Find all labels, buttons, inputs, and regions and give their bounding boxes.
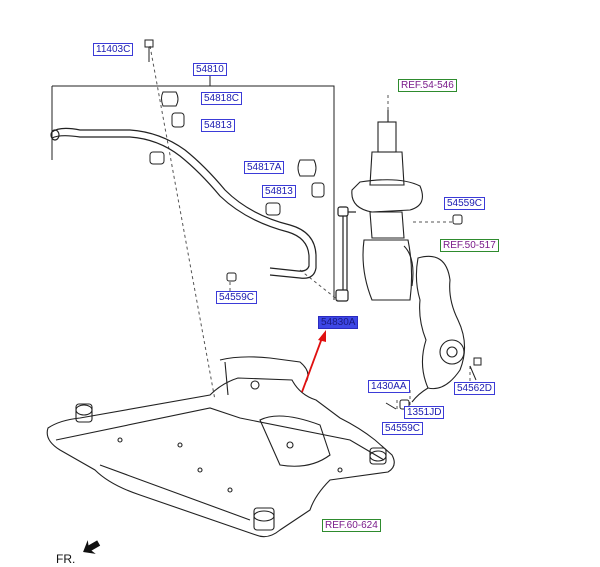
- strut-assembly: [351, 110, 423, 301]
- part-label-1430aa[interactable]: 1430AA: [368, 380, 410, 393]
- front-direction-arrow-icon: [83, 540, 101, 554]
- part-label-54813-upper[interactable]: 54813: [201, 119, 235, 132]
- ref-label-50-517[interactable]: REF.50-517: [440, 239, 499, 252]
- bushing-upper: [149, 91, 185, 165]
- bushing-lower: [265, 159, 325, 216]
- part-label-54810[interactable]: 54810: [193, 63, 227, 76]
- stabilizer-bar: [50, 127, 317, 279]
- part-label-54813-lower[interactable]: 54813: [262, 185, 296, 198]
- part-label-54559c-upper-right[interactable]: 54559C: [444, 197, 486, 210]
- stabilizer-link: [335, 206, 356, 302]
- part-label-1351jd[interactable]: 1351JD: [404, 406, 445, 419]
- nut-54559c-upper-right: [452, 214, 463, 225]
- part-label-54818c[interactable]: 54818C: [201, 92, 243, 105]
- steering-knuckle: [411, 255, 466, 403]
- leader-lines: [149, 45, 471, 412]
- part-label-54559c-lower[interactable]: 54559C: [382, 422, 424, 435]
- bolt-11403c: [144, 39, 154, 62]
- ref-label-54-546[interactable]: REF.54-546: [398, 79, 457, 92]
- part-label-11403c[interactable]: 11403C: [93, 43, 134, 56]
- nut-54559c-left: [226, 272, 237, 282]
- highlight-arrow: [301, 330, 326, 393]
- bolt-54562d: [469, 357, 482, 381]
- front-subframe: [46, 356, 395, 538]
- stabilizer-group-bracket: [51, 75, 335, 300]
- front-direction-label: FR.: [56, 552, 76, 566]
- part-label-54562d[interactable]: 54562D: [454, 382, 496, 395]
- ref-label-60-624[interactable]: REF.60-624: [322, 519, 381, 532]
- part-label-54830a-highlighted[interactable]: 54830A: [318, 316, 359, 329]
- part-label-54559c-left[interactable]: 54559C: [216, 291, 258, 304]
- bolt-1430aa: [385, 402, 397, 410]
- part-label-54817a[interactable]: 54817A: [244, 161, 285, 174]
